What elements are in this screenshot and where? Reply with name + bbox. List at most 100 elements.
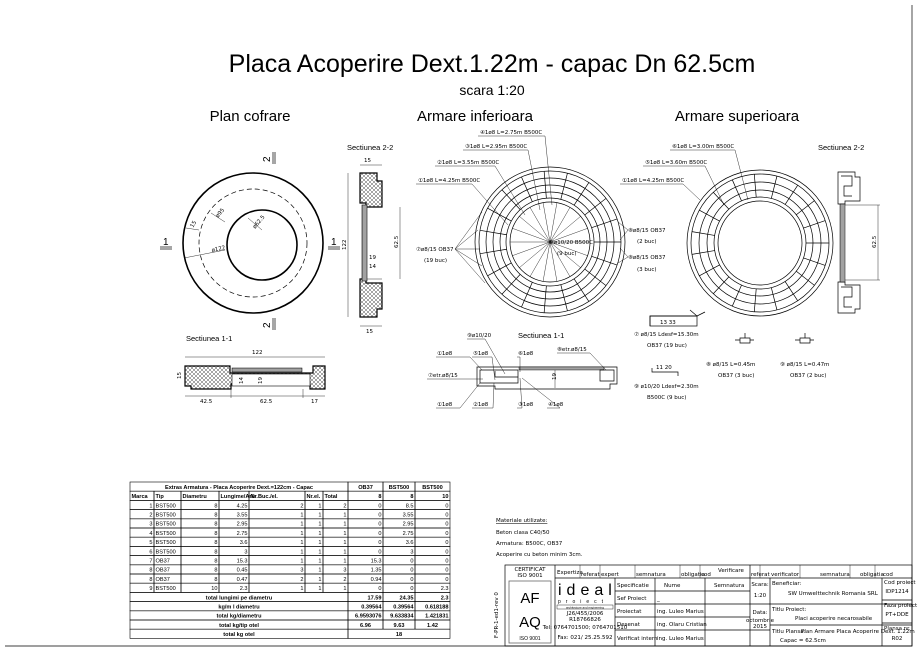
sect-label-bar-2: ②1ø8 — [473, 401, 489, 408]
table-cell-value: 0.94 — [371, 577, 382, 583]
grand-total-label: total kg otel — [223, 632, 255, 638]
table-cell-value: 1 — [318, 568, 321, 574]
total-value: 6.96 — [360, 623, 371, 629]
s22-dim-height: 122 — [342, 240, 348, 251]
view-title-plan-cofrare: Plan cofrare — [210, 108, 291, 125]
radial-stirrup — [521, 282, 533, 308]
radial-stirrup — [796, 200, 815, 216]
table-cell-value: 0 — [410, 577, 413, 583]
radial-stirrup — [487, 262, 512, 277]
svg-text:AF: AF — [520, 590, 539, 607]
column-header: Tip — [156, 494, 165, 500]
sheet-border — [5, 5, 913, 647]
table-cell-value: 1 — [318, 549, 321, 555]
dim-outer-diameter: ø122 — [211, 245, 226, 254]
table-cell-value: 1 — [318, 586, 321, 592]
radial-stirrup — [691, 231, 715, 236]
radial-stirrup — [713, 276, 730, 295]
total-value: 24.35 — [400, 595, 414, 601]
stirrup-7-label: ⑦ø8/15 OB37 — [416, 246, 454, 253]
radial-stirrup — [753, 288, 757, 312]
staff-name-4: ing. Luleo Marius — [657, 636, 704, 642]
table-cell-value: 10 — [211, 586, 217, 592]
radial-stirrup — [784, 281, 799, 301]
table-cell-value: 1 — [300, 559, 303, 565]
sect-label-bar-5: ⑤1ø8 — [473, 351, 489, 357]
bar-label-2: ②1ø8 L=3.55m B500C — [437, 159, 499, 166]
staff-role-3: Desenat — [617, 622, 641, 628]
total-row-label: kg/m l diametru — [218, 605, 260, 611]
table-cell — [248, 573, 306, 584]
table-cell-value: 2 — [149, 513, 152, 519]
table-cell-value: 0 — [378, 503, 381, 509]
radial-stirrup — [501, 189, 521, 210]
diameter-header: 8 — [410, 494, 413, 500]
sect-label-bar-6: ⑥1ø8 — [518, 351, 534, 357]
radial-stirrup — [731, 284, 742, 307]
drawing-title: Placa Acoperire Dext.1.22m - capac Dn 62… — [229, 50, 756, 78]
table-cell-value: 8 — [214, 549, 217, 555]
section-2-2-cofrare: Sectiunea 2-2 15 122 62.5 19 14 15 — [342, 143, 401, 335]
dim-mid-diameter: ø95 — [215, 207, 227, 219]
radial-stirrup — [784, 185, 799, 205]
table-cell-value: 3 — [149, 522, 152, 528]
table-cell-value: 15.3 — [237, 559, 248, 565]
staff-header-name: Nume — [664, 583, 681, 589]
table-cell-value: 2.75 — [403, 531, 414, 537]
table-cell-value: OB37 — [156, 568, 170, 574]
scale-label: Scara: — [751, 582, 769, 588]
verificare-col-1: referat — [751, 572, 770, 578]
table-cell-value: 3.55 — [403, 513, 414, 519]
radial-stirrup — [573, 278, 590, 302]
table-cell-value: 0 — [445, 540, 448, 546]
total-value: 17.59 — [368, 595, 382, 601]
s11-dim-mid: 62.5 — [260, 399, 273, 405]
armare-superioara-view — [686, 169, 834, 317]
sheet-no-label: Plansa nr. — [884, 626, 911, 632]
radial-stirrup — [591, 255, 618, 266]
date-month: octombrie — [746, 618, 775, 624]
sheet-title-label: Titlu Plansa: — [771, 629, 806, 635]
table-cell — [180, 500, 220, 510]
notes-line-1: Beton clasa C40/50 — [496, 530, 550, 536]
steel-type-header: BST500 — [389, 485, 410, 491]
table-cell — [180, 564, 220, 575]
armare-inferioara-view — [474, 166, 626, 318]
section-mark-2-bottom: 2 — [262, 322, 273, 328]
table-cell — [248, 555, 306, 566]
table-cell-value: 3 — [343, 568, 346, 574]
table-cell — [248, 527, 306, 538]
table-cell — [180, 546, 220, 556]
section-mark-1-right: 1 — [331, 237, 337, 248]
table-cell-value: 3 — [300, 568, 303, 574]
section-1-1-armare: Sectiunea 1-1 19 ⑨ø10/20 ①1ø8 ⑤1ø8 ⑥1ø8 … — [427, 331, 618, 409]
table-cell-value: 1 — [318, 522, 321, 528]
table-cell — [180, 555, 220, 566]
table-cell-value: 2.75 — [237, 531, 248, 537]
date-year: 2015 — [753, 624, 767, 630]
s11-dim-left: 42.5 — [200, 399, 213, 405]
bar-7-spec: ⑦ ø8/15 Ldesf=15.30m — [634, 331, 699, 338]
steel-type-header: BST500 — [422, 485, 443, 491]
table-cell-value: 1 — [300, 522, 303, 528]
diameter-header: 8 — [378, 494, 381, 500]
table-cell-value: 3 — [410, 549, 413, 555]
table-cell-value: 1 — [300, 549, 303, 555]
table-cell-value: 0 — [410, 559, 413, 565]
table-cell-value: 0 — [410, 586, 413, 592]
table-cell — [180, 527, 220, 538]
s22-dim-top: 15 — [364, 158, 371, 164]
total-row-label: total kg/diametru — [216, 614, 262, 620]
table-cell-value: 1 — [343, 522, 346, 528]
table-cell-value: 0.47 — [237, 577, 248, 583]
table-cell-value: BST500 — [156, 503, 176, 509]
table-cell-value: 1 — [343, 531, 346, 537]
table-cell-value: 1.35 — [371, 568, 382, 574]
table-cell-value: BST500 — [156, 513, 176, 519]
column-header: Marca — [132, 494, 149, 500]
sect-label-bar-1-top: ①1ø8 — [437, 351, 453, 357]
staff-role-1: Sef Proiect — [617, 596, 647, 602]
table-cell-value: 0 — [445, 513, 448, 519]
radial-stirrup — [543, 285, 547, 313]
table-cell-value: BST500 — [156, 522, 176, 528]
